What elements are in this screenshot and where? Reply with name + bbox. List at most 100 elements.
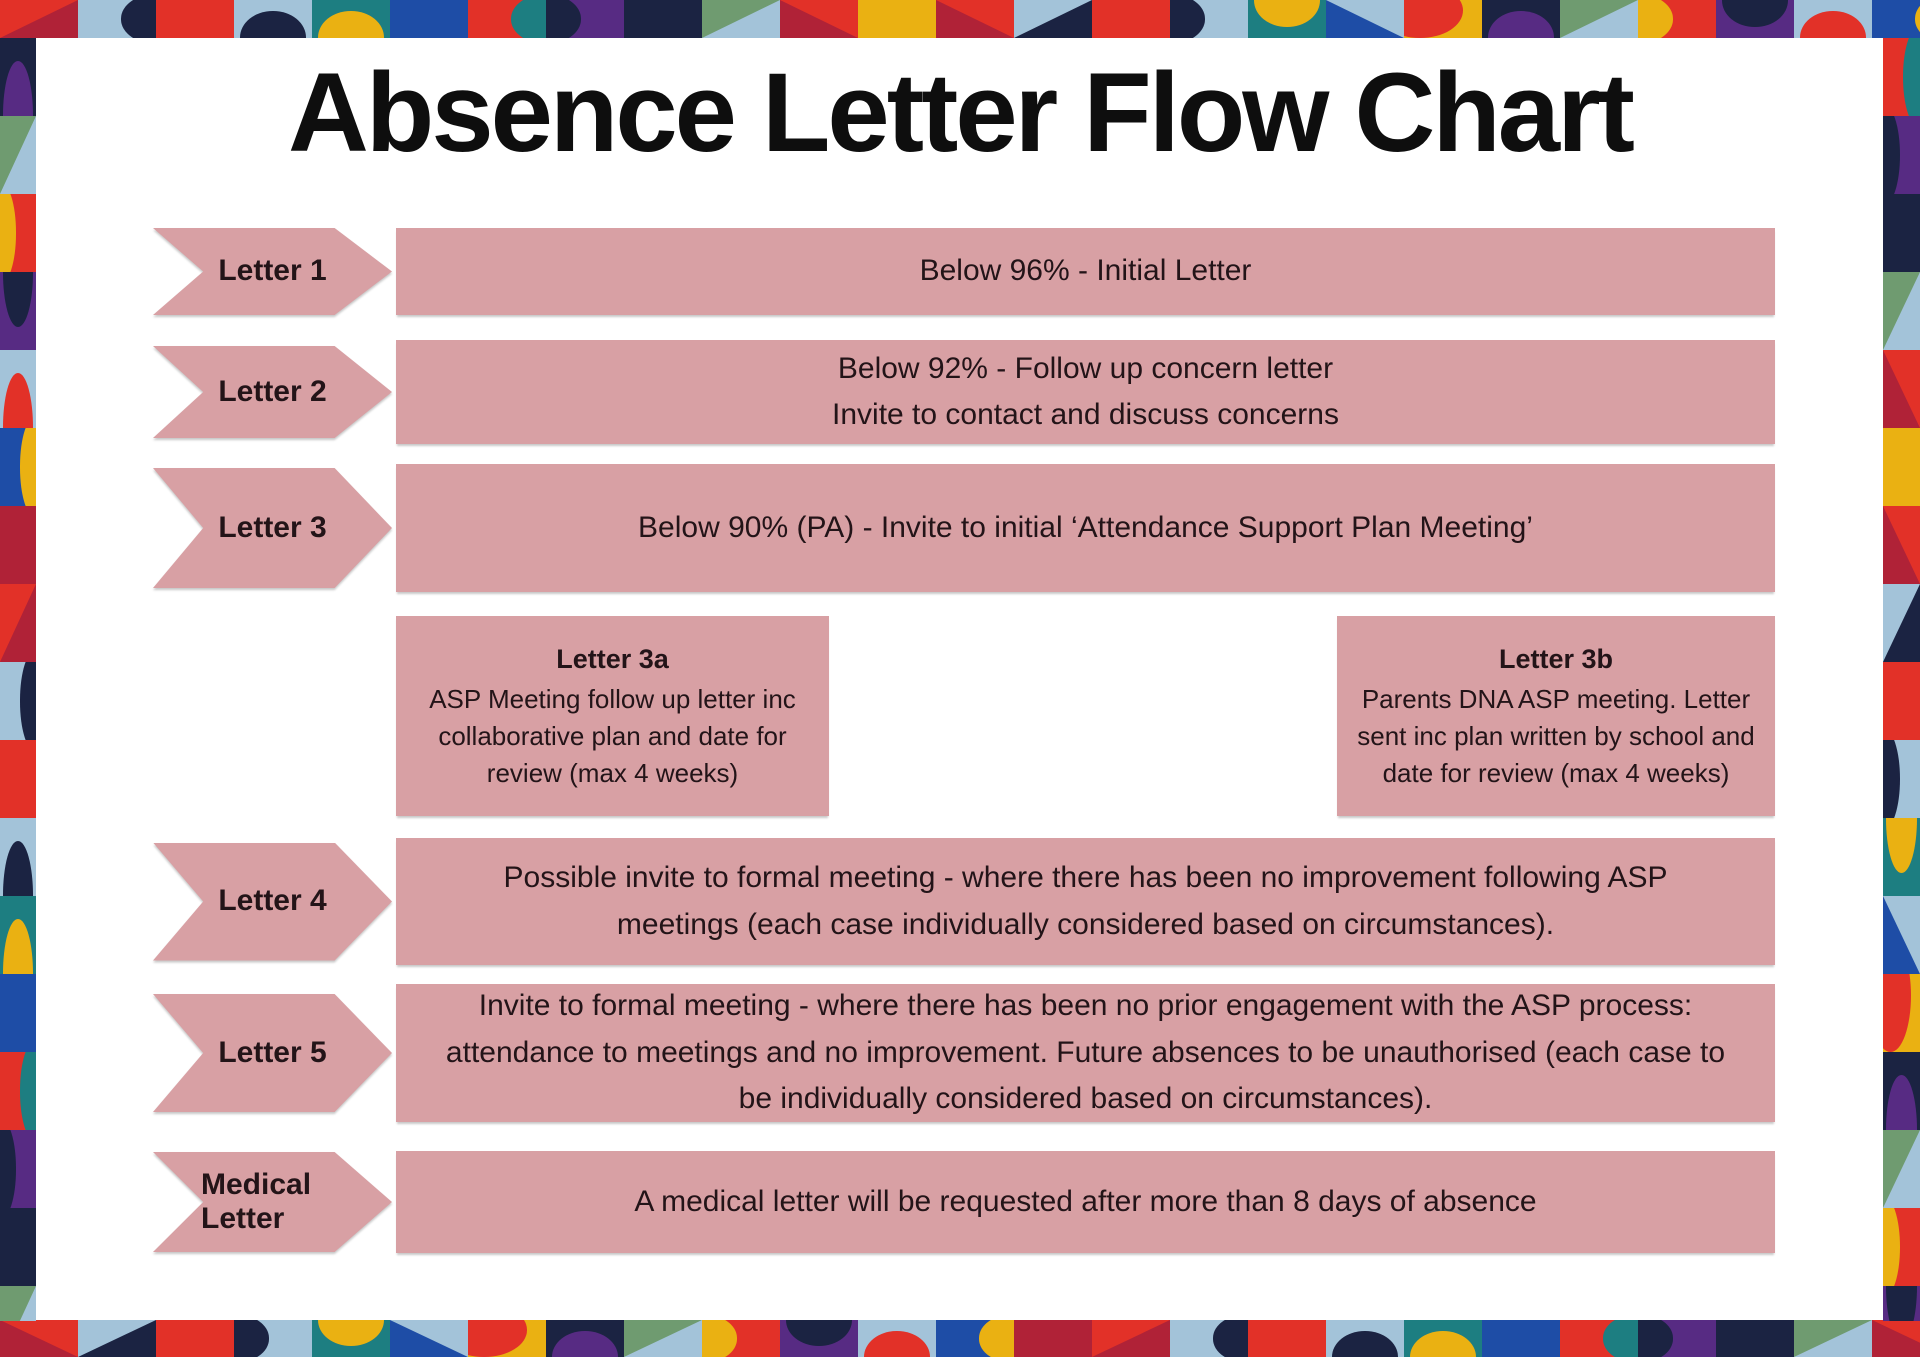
border-tile-shape: [1872, 1320, 1920, 1357]
border-tile-shape: [1883, 1208, 1900, 1286]
border-tile-shape: [1170, 0, 1206, 38]
flow-row-letter-4: Letter 4 Possible invite to formal meeti…: [153, 838, 1775, 965]
row-box-text-line-1: Below 92% - Follow up concern letter: [837, 351, 1334, 385]
border-tile-shape: [1883, 1130, 1920, 1208]
border-tile: [0, 1130, 36, 1208]
border-tile: [1560, 0, 1638, 38]
border-tile: [1883, 1130, 1920, 1208]
arrow-shape-letter-1: Letter 1: [153, 228, 392, 315]
border-tile-shape: [1794, 1320, 1872, 1357]
decorative-border-right: [1883, 38, 1920, 1321]
border-tile-shape: [19, 428, 36, 506]
border-tile-shape: [864, 1331, 930, 1357]
border-tile: [624, 0, 702, 38]
arrow-shape-letter-4: Letter 4: [153, 838, 392, 965]
border-tile: [780, 1320, 858, 1357]
border-tile-shape: [1885, 818, 1918, 873]
border-tile: [1794, 0, 1872, 38]
border-tile: [468, 0, 546, 38]
arrow-letter-1: Letter 1: [153, 228, 392, 315]
border-tile-shape: [78, 1320, 156, 1357]
border-tile: [0, 506, 36, 584]
border-tile-shape: [1092, 1320, 1170, 1357]
border-tile-shape: [0, 194, 17, 272]
row-box-letter-3: Below 90% (PA) - Invite to initial ‘Atte…: [396, 464, 1775, 592]
border-tile-shape: [1638, 0, 1674, 38]
border-tile: [1883, 506, 1920, 584]
border-tile-shape: [0, 116, 36, 194]
border-tile: [234, 1320, 312, 1357]
border-tile: [1560, 1320, 1638, 1357]
border-tile: [702, 0, 780, 38]
arrow-label-letter-1: Letter 1: [218, 254, 327, 288]
border-tile: [936, 1320, 1014, 1357]
border-tile: [0, 1208, 36, 1286]
border-tile: [390, 1320, 468, 1357]
border-tile: [0, 428, 36, 506]
border-tile: [0, 1286, 36, 1321]
border-tile: [1883, 428, 1920, 506]
border-tile: [1883, 740, 1920, 818]
border-tile-shape: [1883, 350, 1920, 428]
border-tile-shape: [1014, 0, 1092, 38]
sub-box-body: Parents DNA ASP meeting. Letter sent inc…: [1357, 683, 1755, 788]
border-tile: [1883, 116, 1920, 194]
border-tile: [546, 1320, 624, 1357]
row-box-letter-5: Invite to formal meeting - where there h…: [396, 984, 1775, 1122]
border-tile: [0, 194, 36, 272]
flow-row-letter-5: Letter 5 Invite to formal meeting - wher…: [153, 984, 1775, 1122]
row-box-text: Invite to formal meeting - where there h…: [445, 989, 1726, 1116]
border-tile: [0, 272, 36, 350]
border-tile-shape: [1883, 506, 1920, 584]
border-tile: [1883, 1052, 1920, 1130]
flow-row-medical-letter: Medical Letter A medical letter will be …: [153, 1151, 1775, 1253]
border-tile: [312, 1320, 390, 1357]
border-tile: [1883, 272, 1920, 350]
border-tile-shape: [1883, 272, 1920, 350]
border-tile: [780, 0, 858, 38]
border-tile-shape: [1903, 38, 1920, 116]
border-tile-shape: [2, 373, 34, 428]
border-tile: [390, 0, 468, 38]
border-tile-shape: [1883, 584, 1920, 662]
border-tile: [546, 0, 624, 38]
border-tile-shape: [234, 1320, 270, 1357]
border-tile: [0, 1052, 36, 1130]
arrow-letter-3: Letter 3: [153, 468, 392, 588]
border-tile: [1883, 350, 1920, 428]
border-tile: [1883, 818, 1920, 896]
arrow-label-letter-2: Letter 2: [218, 374, 327, 408]
border-tile: [0, 350, 36, 428]
border-tile-shape: [1560, 0, 1638, 38]
sub-box-letter-3a: Letter 3a ASP Meeting follow up letter i…: [396, 616, 829, 816]
border-tile: [0, 896, 36, 974]
border-tile-shape: [468, 1320, 527, 1357]
row-box-medical-letter: A medical letter will be requested after…: [396, 1151, 1775, 1253]
border-tile-shape: [1722, 0, 1788, 27]
border-tile: [1872, 1320, 1920, 1357]
arrow-label-medical-letter: Medical Letter: [201, 1167, 312, 1236]
border-tile-shape: [240, 11, 306, 38]
border-tile: [1872, 0, 1920, 38]
border-tile-shape: [19, 1052, 36, 1130]
border-tile: [1716, 1320, 1794, 1357]
border-tile-shape: [624, 1320, 702, 1357]
row-box-text: Below 90% (PA) - Invite to initial ‘Atte…: [638, 510, 1533, 544]
border-tile: [624, 1320, 702, 1357]
border-tile: [468, 1320, 546, 1357]
border-tile-shape: [702, 0, 780, 38]
border-tile: [0, 818, 36, 896]
border-tile-shape: [1885, 1286, 1918, 1321]
border-tile: [1248, 1320, 1326, 1357]
border-tile-shape: [2, 61, 34, 116]
border-tile: [0, 584, 36, 662]
border-tile-shape: [1883, 974, 1911, 1052]
border-tile-shape: [1883, 740, 1900, 818]
border-tile: [1883, 896, 1920, 974]
border-tile: [1883, 584, 1920, 662]
border-tile-shape: [318, 1320, 384, 1346]
border-tile-shape: [1212, 1320, 1248, 1357]
border-tile: [1092, 1320, 1170, 1357]
border-tile-shape: [1885, 1075, 1918, 1130]
border-tile-shape: [2, 272, 34, 327]
